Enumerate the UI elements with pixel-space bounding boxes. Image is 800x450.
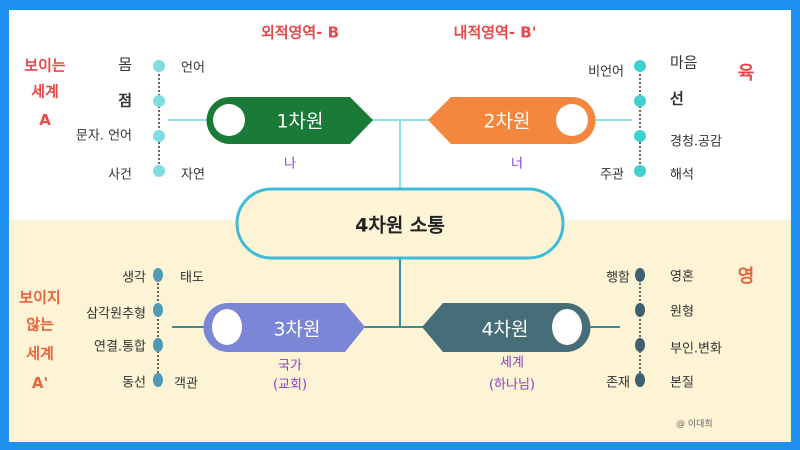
dot [153,95,165,107]
dim2-left-label: 주관 [600,167,624,183]
dim3-node [203,303,365,352]
spirit-label: 영 [737,266,755,287]
dot [153,338,163,352]
dots-dim2 [634,60,646,177]
dots-dim3 [153,268,163,387]
dim4-node [422,303,591,352]
flesh-label: 육 [737,63,755,84]
visible-world-line1: 보이는 [24,56,66,75]
dim1-left-label: 사건 [108,167,132,183]
dim1-right-label: 자연 [181,167,205,183]
visible-world-line3: A [39,111,51,129]
dim1-label: 1차원 [276,110,324,133]
dots-dim1 [153,60,165,177]
dot [635,303,645,317]
dim1-sub: 나 [284,156,296,172]
dim1-node [206,97,373,144]
dim2-node [428,97,596,144]
dim3-left-label: 생각 [122,270,146,286]
dot [634,130,646,142]
dim4-right-label: 부인.변화 [670,341,722,357]
dot [635,373,645,387]
dot [634,165,646,177]
credit: @ 이대희 [676,419,713,430]
dot [153,130,165,142]
dim4-left-label: 존재 [606,375,630,391]
dim2-right-label: 해석 [670,167,694,183]
dim4-right-label: 원형 [670,304,694,320]
dim2-label: 2차원 [483,110,531,133]
dim1-left-label: 점 [118,91,132,110]
dim3-label: 3차원 [273,318,321,341]
dot [634,60,646,72]
dim4-left-label: 행함 [606,270,630,286]
dim2-sub: 너 [511,156,523,172]
dim1-left-label: 몸 [118,55,132,74]
diagram-canvas [9,10,791,442]
dim2-right-label: 선 [670,89,684,108]
dot [634,95,646,107]
dot [153,165,165,177]
dots-dim4 [635,268,645,387]
dim3-right-label: 태도 [180,270,204,286]
dim4-sub1: 세계 [500,355,524,371]
dim4-label: 4차원 [481,318,529,341]
dim3-left-label: 동선 [122,375,146,391]
invisible-world-line3: 세계 [26,344,54,363]
dot [153,373,163,387]
dot [153,303,163,317]
invisible-world-line1: 보이지 [19,288,61,307]
dim2-left-label: 비언어 [588,64,624,80]
invisible-world-line2: 않는 [26,315,54,334]
dot [153,60,165,72]
dim4-sub2: (하나님) [488,377,536,393]
dim4-right-label: 영혼 [670,269,694,285]
dim3-sub2: (교회) [272,377,308,393]
visible-world-line2: 세계 [31,82,59,101]
outer-area-title: 외적영역- B [260,23,340,42]
dim3-left-label: 삼각원추형 [86,306,146,322]
dim3-right-label: 객관 [174,376,198,392]
inner-area-title: 내적영역- B' [453,23,537,42]
dim3-left-label: 연결.통합 [94,339,146,355]
invisible-world-line4: A' [31,374,49,392]
diagram-shapes [153,60,646,387]
dim2-right-label: 마음 [670,53,698,72]
dim3-sub1: 국가 [278,358,302,374]
hub-label: 4차원 소통 [355,214,445,237]
dim1-left-label: 문자. 언어 [75,128,132,144]
dim4-right-label: 본질 [670,375,694,391]
dot [635,268,645,282]
dim2-right-label: 경청.공감 [670,134,722,150]
hub-pill [235,187,565,260]
dim1-right-label: 언어 [181,60,205,76]
dot [635,338,645,352]
dot [153,268,163,282]
